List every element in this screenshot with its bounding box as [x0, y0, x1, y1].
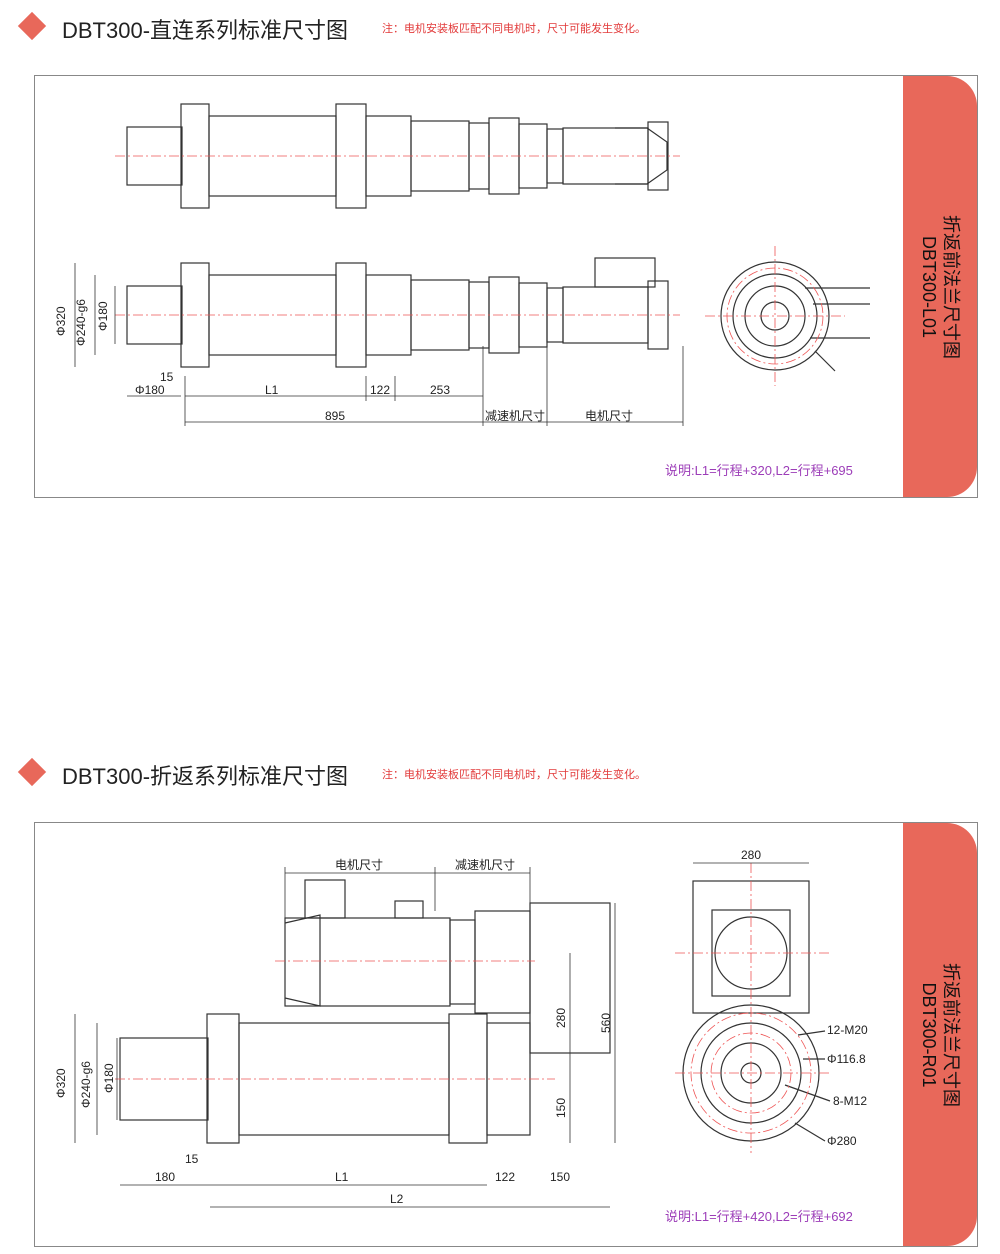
svg-text:15: 15 [160, 370, 174, 384]
section2-tab: 折返前法兰尺寸图 DBT300-R01 [903, 823, 977, 1246]
svg-text:8-M12: 8-M12 [833, 1094, 867, 1108]
svg-text:280: 280 [741, 848, 761, 862]
section2-tab-label: 折返前法兰尺寸图 DBT300-R01 [919, 962, 961, 1107]
section2-header: DBT300-折返系列标准尺寸图 注：电机安装板匹配不同电机时，尺寸可能发生变化… [0, 752, 1000, 792]
svg-text:Φ240-g6: Φ240-g6 [79, 1061, 93, 1108]
svg-text:15: 15 [185, 1152, 199, 1166]
svg-text:253: 253 [430, 383, 450, 397]
section2-explain: 说明:L1=行程+420,L2=行程+692 [665, 1209, 853, 1224]
svg-text:L1: L1 [335, 1170, 349, 1184]
section1-tab: 折返前法兰尺寸图 DBT300-L01 [903, 76, 977, 497]
section2-drawing: 电机尺寸 减速机尺寸 Φ320 Φ240-g6 Φ180 15 180 L1 1… [54, 848, 868, 1208]
svg-text:180: 180 [155, 1170, 175, 1184]
svg-text:Φ280: Φ280 [827, 1134, 857, 1148]
svg-text:Φ320: Φ320 [54, 306, 68, 336]
section1-title: DBT300-直连系列标准尺寸图 [62, 18, 349, 43]
svg-text:560: 560 [599, 1013, 613, 1033]
svg-text:Φ180: Φ180 [135, 383, 165, 397]
diamond-icon [17, 757, 47, 787]
section1-note: 注：电机安装板匹配不同电机时，尺寸可能发生变化。 [382, 23, 646, 35]
section1-explain: 说明:L1=行程+320,L2=行程+695 [665, 463, 853, 478]
svg-text:280: 280 [554, 1008, 568, 1028]
svg-text:150: 150 [550, 1170, 570, 1184]
svg-text:L1: L1 [265, 383, 279, 397]
svg-text:电机尺寸: 电机尺寸 [335, 858, 383, 872]
section1-panel: 折返前法兰尺寸图 DBT300-L01 [34, 75, 978, 498]
svg-text:L2: L2 [390, 1192, 404, 1206]
diamond-icon [17, 11, 47, 41]
svg-text:122: 122 [370, 383, 390, 397]
svg-text:Φ116.8: Φ116.8 [827, 1052, 866, 1066]
svg-text:电机尺寸: 电机尺寸 [585, 409, 633, 423]
svg-text:12-M20: 12-M20 [827, 1023, 868, 1037]
svg-text:Φ180: Φ180 [102, 1063, 116, 1093]
svg-text:减速机尺寸: 减速机尺寸 [485, 409, 545, 423]
svg-text:150: 150 [554, 1098, 568, 1118]
section1-header: DBT300-直连系列标准尺寸图 注：电机安装板匹配不同电机时，尺寸可能发生变化… [0, 6, 1000, 46]
section2-note: 注：电机安装板匹配不同电机时，尺寸可能发生变化。 [382, 769, 646, 781]
svg-text:Φ180: Φ180 [96, 301, 110, 331]
svg-text:减速机尺寸: 减速机尺寸 [455, 858, 515, 872]
svg-text:895: 895 [325, 409, 345, 423]
section2-panel: 折返前法兰尺寸图 DBT300-R01 [34, 822, 978, 1247]
section1-tab-label: 折返前法兰尺寸图 DBT300-L01 [919, 214, 961, 359]
section1-drawing: Φ320 Φ240-g6 Φ180 15 Φ180 L1 122 253 895… [54, 103, 870, 426]
svg-text:122: 122 [495, 1170, 515, 1184]
svg-text:Φ320: Φ320 [54, 1068, 68, 1098]
section2-title: DBT300-折返系列标准尺寸图 [62, 764, 349, 789]
svg-text:Φ240-g6: Φ240-g6 [74, 299, 88, 346]
